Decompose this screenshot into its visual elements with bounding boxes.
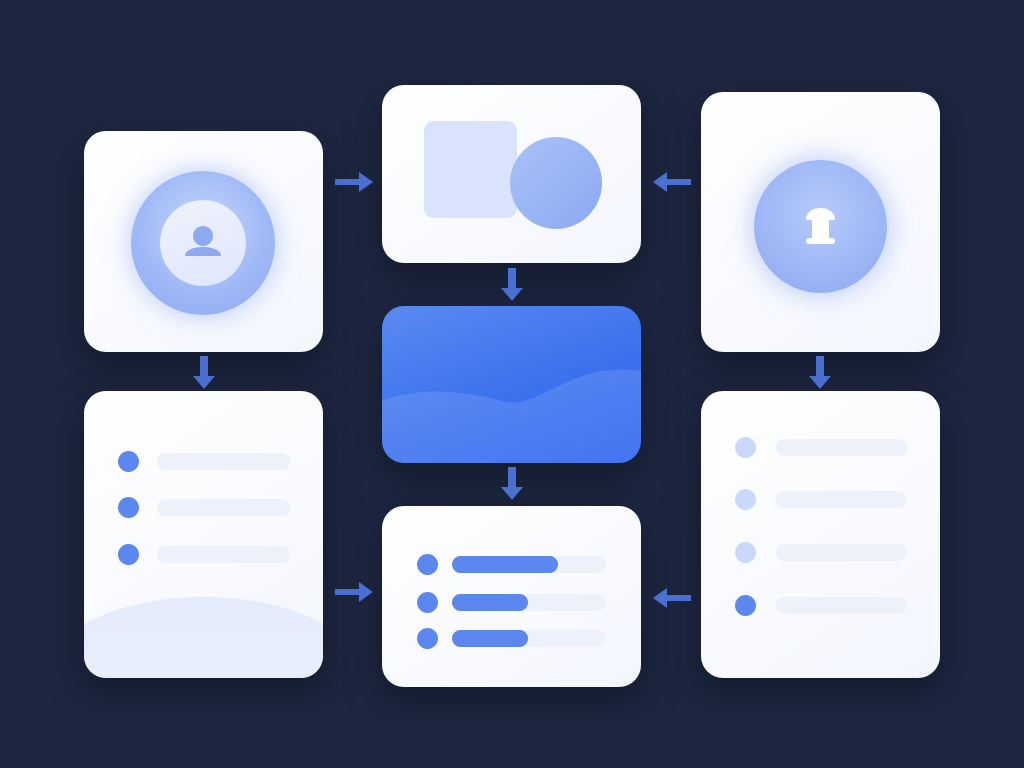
list-item — [735, 489, 907, 510]
list-bullet — [417, 628, 438, 649]
list-card-right — [701, 391, 940, 678]
image-circle-shape — [510, 137, 602, 229]
list-bullet — [118, 451, 139, 472]
list-bullet — [417, 592, 438, 613]
arrow-left-icon — [651, 171, 691, 193]
list-bullet — [417, 554, 438, 575]
list-progress-bar — [452, 594, 528, 611]
user-icon — [185, 226, 221, 256]
list-placeholder-bar — [776, 597, 907, 614]
icon-card — [701, 92, 940, 352]
list-bullet — [735, 489, 756, 510]
wave-shape — [382, 369, 641, 463]
list-bullet — [118, 544, 139, 565]
list-placeholder-bar — [776, 544, 907, 561]
profile-card — [84, 131, 323, 352]
list-item — [735, 437, 907, 458]
list-placeholder-bar — [157, 546, 290, 563]
list-placeholder-bar — [776, 491, 907, 508]
avatar-inner — [160, 200, 246, 286]
arrow-down-icon — [192, 356, 216, 390]
list-card-center — [382, 506, 641, 687]
list-item — [417, 554, 607, 575]
hill-shape — [84, 597, 323, 678]
list-item — [417, 592, 607, 613]
list-placeholder-bar — [157, 453, 290, 470]
banner-card — [382, 306, 641, 463]
icon-circle — [754, 160, 887, 293]
list-item — [735, 595, 907, 616]
list-bullet-active — [735, 595, 756, 616]
list-item — [118, 544, 290, 565]
image-placeholder-icon — [424, 121, 517, 218]
avatar-ring — [131, 171, 275, 315]
list-bullet — [735, 437, 756, 458]
list-bullet — [118, 497, 139, 518]
arrow-down-icon — [500, 467, 524, 501]
list-placeholder-bar — [157, 499, 290, 516]
arrow-down-icon — [500, 268, 524, 302]
list-item — [417, 628, 607, 649]
image-card — [382, 85, 641, 263]
list-placeholder-bar — [776, 439, 907, 456]
list-progress-bar — [452, 556, 558, 573]
arrow-right-icon — [335, 171, 375, 193]
list-card-left — [84, 391, 323, 678]
list-progress-bar — [452, 630, 528, 647]
mushroom-icon — [806, 208, 835, 244]
arrow-left-icon — [651, 587, 691, 609]
list-bullet — [735, 542, 756, 563]
list-item — [118, 451, 290, 472]
list-item — [735, 542, 907, 563]
list-item — [118, 497, 290, 518]
arrow-right-icon — [335, 581, 375, 603]
arrow-down-icon — [808, 356, 832, 390]
